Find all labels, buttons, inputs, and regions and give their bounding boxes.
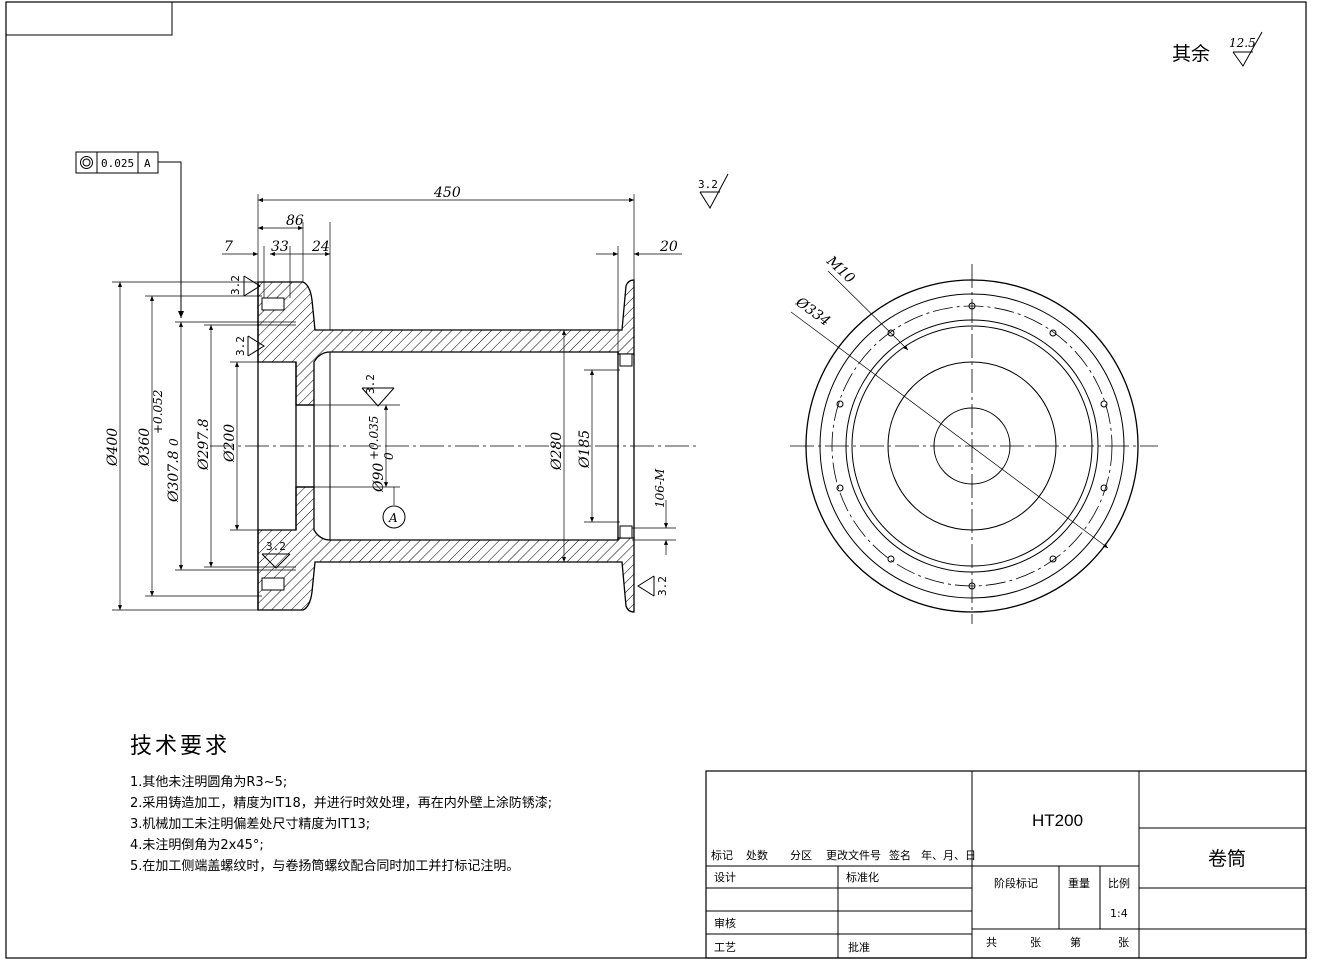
sheet-border <box>5 1 1307 959</box>
title-block-text: 标记 处数 分区 更改文件号 签名 年、月、日 设计 标准化 审核 工艺 批准 … <box>711 811 1246 954</box>
tb-sheets: 张 <box>1030 936 1041 949</box>
roughness-other-prefix: 其余 <box>1172 43 1210 65</box>
dim-33: 33 <box>271 239 289 255</box>
note-line-5: 5.在加工侧端盖螺纹时，与卷扬筒螺纹配合同时加工并打标记注明。 <box>130 859 520 874</box>
roughness-bottom-flange: 3.2 <box>261 540 291 569</box>
roughness-value-6: 3.2 <box>656 576 669 596</box>
roughness-value-2: 3.2 <box>229 275 242 295</box>
tb-process: 工艺 <box>714 941 736 954</box>
notes-title: 技术要求 <box>130 734 231 759</box>
roughness-value-5: 3.2 <box>266 540 286 553</box>
tb-total: 共 <box>986 936 997 949</box>
bolt-circle <box>831 305 1113 587</box>
gdt-datum: A <box>144 157 151 170</box>
tb-approve: 批准 <box>848 940 870 954</box>
dim-dia185: Ø185 <box>577 430 593 469</box>
dim-dia200: Ø200 <box>222 424 238 463</box>
tb-standardization: 标准化 <box>846 870 879 884</box>
dim-dia90-tol-upper: +0.035 <box>367 416 381 460</box>
end-circle-hub <box>933 407 1011 485</box>
dim-dia280: Ø280 <box>549 432 565 471</box>
dim-dia307-tol-upper: +0.052 <box>151 390 165 434</box>
tb-stage-mark: 阶段标记 <box>994 876 1038 890</box>
dim-dia307: Ø307.8 <box>166 450 182 503</box>
technical-notes: 技术要求 1.其他未注明圆角为R3~5; 2.采用铸造加工，精度为IT18，并进… <box>130 728 710 877</box>
roughness-bore: 3.2 <box>361 374 395 407</box>
roughness-value-3: 3.2 <box>234 336 247 356</box>
roughness-value-4: 3.2 <box>364 374 377 394</box>
gdt-tolerance: 0.025 <box>101 157 134 170</box>
roughness-top: 3.2 <box>698 173 729 210</box>
section-bottom-hatch <box>257 486 635 613</box>
dim-dia400: Ø400 <box>105 428 121 467</box>
dim-dia360: Ø360 <box>137 428 153 467</box>
tb-header-date: 年、月、日 <box>921 848 976 862</box>
dim-dia307-tol-lower: 0 <box>167 438 181 446</box>
tb-header-mark: 标记 <box>711 848 733 862</box>
tb-header-count: 处数 <box>746 849 768 862</box>
tb-part-name: 卷筒 <box>1208 848 1246 870</box>
note-line-1: 1.其他未注明圆角为R3~5; <box>130 775 288 790</box>
roughness-right-end: 3.2 <box>637 575 669 597</box>
tb-sheets2: 张 <box>1118 936 1129 949</box>
concentricity-icon <box>80 156 93 169</box>
corner-tag-box <box>6 2 173 36</box>
gdt-frame: 0.025 A <box>75 151 184 318</box>
end-view: M10 Ø334 <box>790 253 1158 624</box>
tb-scale-value: 1:4 <box>1110 907 1128 920</box>
dim-20: 20 <box>659 239 678 255</box>
dim-dia90: Ø90 <box>371 463 387 493</box>
title-block <box>705 770 1307 959</box>
tb-design: 设计 <box>714 871 736 884</box>
bolt-holes <box>836 302 1108 590</box>
dim-thread: 106-M <box>653 468 667 508</box>
dim-dia90-tol-lower: 0 <box>382 452 396 460</box>
tb-sheet-no: 第 <box>1070 935 1081 949</box>
tb-header-sign: 签名 <box>889 848 911 862</box>
dim-7: 7 <box>224 239 233 255</box>
end-circle-outer <box>805 279 1139 613</box>
note-line-4: 4.未注明倒角为2x45°; <box>130 838 264 853</box>
datum-a-circle <box>382 505 406 529</box>
tb-review: 审核 <box>714 916 736 930</box>
tb-weight: 重量 <box>1068 876 1090 890</box>
section-view: 450 86 7 33 24 20 Ø400 Ø360 Ø307.8 +0.05… <box>105 173 729 613</box>
tb-header-zone: 分区 <box>790 849 812 862</box>
tb-scale-label: 比例 <box>1108 876 1130 890</box>
dim-dia297: Ø297.8 <box>196 418 212 471</box>
dim-24: 24 <box>311 239 330 255</box>
dim-flange-left: 86 <box>286 213 304 229</box>
dim-dia334: Ø334 <box>792 294 833 330</box>
roughness-value-1: 3.2 <box>698 178 718 191</box>
dim-m10: M10 <box>823 253 858 287</box>
tb-header-docno: 更改文件号 <box>826 848 881 862</box>
dim-total-length: 450 <box>433 185 461 201</box>
note-line-3: 3.机械加工未注明偏差处尺寸精度为IT13; <box>130 817 371 832</box>
tb-material: HT200 <box>1032 811 1083 830</box>
section-top-hatch <box>257 279 635 406</box>
datum-a-label: A <box>388 511 398 525</box>
note-line-2: 2.采用铸造加工，精度为IT18，并进行时效处理，再在内外壁上涂防锈漆; <box>130 796 553 811</box>
roughness-other: 其余 12.5 <box>1172 31 1263 67</box>
roughness-left-face: 3.2 <box>234 335 265 357</box>
roughness-other-value: 12.5 <box>1229 36 1256 50</box>
roughness-left-flange: 3.2 <box>229 275 261 297</box>
